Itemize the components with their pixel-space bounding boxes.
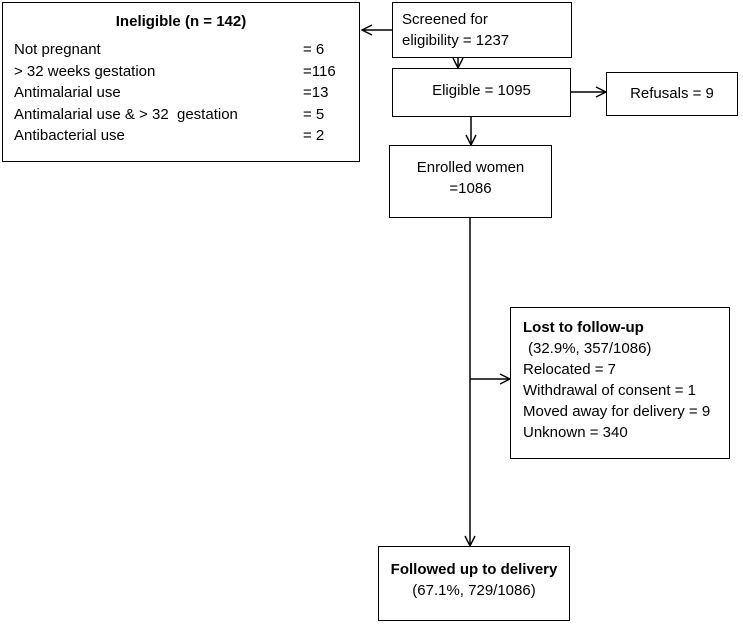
ineligible-list: Not pregnant = 6 > 32 weeks gestation =1… bbox=[3, 39, 359, 147]
followed-title: Followed up to delivery bbox=[390, 561, 558, 578]
lost-line: Relocated = 7 bbox=[523, 361, 616, 378]
ineligible-row-value: =116 bbox=[303, 62, 336, 80]
screened-line2: eligibility = 1237 bbox=[402, 32, 510, 49]
lost-to-follow-up-box: Lost to follow-up (32.9%, 357/1086) Relo… bbox=[510, 307, 730, 459]
enrolled-box: Enrolled women =1086 bbox=[389, 145, 552, 218]
ineligible-row: Antimalarial use & > 32 gestation = 5 bbox=[3, 104, 359, 126]
followed-subtitle: (67.1%, 729/1086) bbox=[412, 582, 536, 599]
ineligible-row-value: = 2 bbox=[303, 127, 325, 144]
ineligible-row-label: Antimalarial use bbox=[14, 84, 121, 101]
ineligible-title: Ineligible (n = 142) bbox=[115, 13, 247, 30]
lost-line: Moved away for delivery = 9 bbox=[523, 403, 711, 420]
ineligible-box: Ineligible (n = 142) Not pregnant = 6 > … bbox=[2, 2, 360, 162]
refusals-text: Refusals = 9 bbox=[630, 85, 714, 102]
followed-up-box: Followed up to delivery (67.1%, 729/1086… bbox=[378, 546, 570, 621]
enrolled-line2: =1086 bbox=[449, 180, 492, 197]
lost-line: Unknown = 340 bbox=[523, 424, 628, 441]
ineligible-row: Antimalarial use =13 bbox=[3, 82, 359, 104]
refusals-box: Refusals = 9 bbox=[606, 72, 738, 116]
ineligible-row-label: Not pregnant bbox=[14, 41, 101, 58]
lost-title: Lost to follow-up bbox=[523, 319, 644, 336]
ineligible-row-label: > 32 weeks gestation bbox=[14, 62, 156, 80]
ineligible-row-value: = 6 bbox=[303, 41, 325, 58]
ineligible-row: > 32 weeks gestation =116 bbox=[3, 61, 359, 83]
ineligible-row-value: = 5 bbox=[303, 105, 325, 123]
ineligible-row-label: Antimalarial use & > 32 gestation bbox=[14, 105, 238, 123]
screened-line1: Screened for bbox=[402, 11, 488, 28]
ineligible-row-label: Antibacterial use bbox=[14, 127, 125, 144]
lost-line: Withdrawal of consent = 1 bbox=[523, 382, 697, 399]
screened-box: Screened for eligibility = 1237 bbox=[392, 2, 572, 58]
eligible-text: Eligible = 1095 bbox=[432, 82, 531, 99]
lost-subtitle: (32.9%, 357/1086) bbox=[528, 340, 652, 357]
enrolled-line1: Enrolled women bbox=[416, 159, 525, 176]
ineligible-row-value: =13 bbox=[303, 84, 329, 101]
ineligible-row: Not pregnant = 6 bbox=[3, 39, 359, 61]
eligible-box: Eligible = 1095 bbox=[392, 68, 571, 117]
ineligible-row: Antibacterial use = 2 bbox=[3, 125, 359, 147]
